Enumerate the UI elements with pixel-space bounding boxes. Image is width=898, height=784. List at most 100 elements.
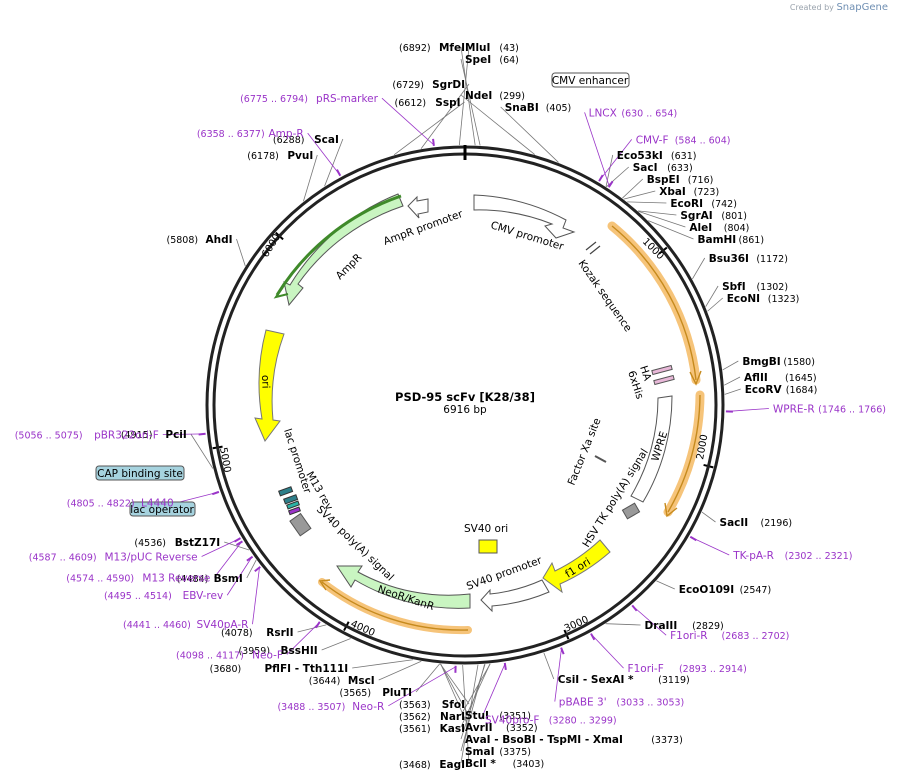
enzyme-sacii[interactable]: SacII(2196) bbox=[720, 517, 793, 529]
enzyme-bamhi[interactable]: BamHI(861) bbox=[697, 234, 764, 246]
sv40-ori[interactable] bbox=[478, 539, 498, 554]
enzyme-pvui[interactable]: PvuI(6178) bbox=[247, 150, 313, 162]
sv40-promoter-arrow[interactable] bbox=[480, 579, 550, 613]
lac-promoter-element[interactable] bbox=[286, 500, 300, 510]
primer-neo-r[interactable]: Neo-R(3488 .. 3507) bbox=[277, 701, 384, 713]
enzyme-avrii[interactable]: AvrII(3352) bbox=[465, 722, 538, 734]
neo-kanr-label: NeoR/KanR bbox=[376, 583, 436, 613]
enzyme-eagi[interactable]: EagI(3468) bbox=[399, 759, 465, 771]
enzyme-sgrai[interactable]: SgrAI(801) bbox=[680, 210, 747, 222]
enzyme-draiii[interactable]: DraIII(2829) bbox=[645, 620, 724, 632]
ampr-gene[interactable] bbox=[283, 193, 404, 307]
cmv-promoter-arrow[interactable] bbox=[473, 194, 576, 239]
enzyme-mlui[interactable]: MluI(43) bbox=[465, 42, 519, 54]
enzyme-position: (801) bbox=[721, 211, 747, 222]
enzyme-econi[interactable]: EcoNI(1323) bbox=[727, 293, 800, 305]
kozak-label: Kozak sequence bbox=[576, 258, 634, 334]
enzyme-ndei[interactable]: NdeI(299) bbox=[465, 90, 525, 102]
orf-scfv-arrow[interactable] bbox=[611, 225, 697, 381]
wpre-element[interactable] bbox=[630, 395, 673, 503]
lac-operator-callout[interactable]: lac operator bbox=[129, 501, 196, 517]
primer-sv40pro-f[interactable]: SV40pro-F(3280 .. 3299) bbox=[485, 714, 617, 726]
enzyme-bspei[interactable]: BspEI(716) bbox=[647, 174, 714, 186]
enzyme-position: (804) bbox=[724, 223, 750, 234]
primer-m13-puc-reverse[interactable]: M13/pUC Reverse(4587 .. 4609) bbox=[29, 552, 198, 564]
sv40-polya[interactable] bbox=[289, 512, 312, 537]
enzyme-snabi[interactable]: SnaBI(405) bbox=[505, 102, 572, 114]
primer-prs-marker[interactable]: pRS-marker(6775 .. 6794) bbox=[240, 93, 379, 105]
watermark-prefix: Created by bbox=[789, 3, 834, 12]
enzyme-alei[interactable]: AleI(804) bbox=[689, 222, 749, 234]
enzyme-name: DraIII bbox=[645, 620, 678, 632]
enzyme-leader bbox=[236, 238, 246, 267]
enzyme-position: (2547) bbox=[740, 585, 772, 596]
enzyme-smai[interactable]: SmaI(3375) bbox=[465, 746, 531, 758]
enzyme-csii-sexai[interactable]: CsiI - SexAI *(3119) bbox=[558, 674, 690, 686]
enzyme-sgrdi[interactable]: SgrDI(6729) bbox=[392, 79, 465, 91]
enzyme-avai-bsobi-tspmi-xmai[interactable]: AvaI - BsoBI - TspMI - XmaI(3373) bbox=[465, 734, 683, 746]
enzyme-bcli[interactable]: BclI *(3403) bbox=[465, 758, 544, 770]
enzyme-stui[interactable]: StuI(3351) bbox=[465, 710, 531, 722]
enzyme-xbai[interactable]: XbaI(723) bbox=[659, 186, 719, 198]
ha-tag[interactable] bbox=[651, 364, 673, 376]
neo-kanr-gene[interactable] bbox=[336, 565, 471, 609]
primer-l4440[interactable]: L4440(4805 .. 4822) bbox=[67, 498, 174, 510]
enzyme-ecori[interactable]: EcoRI(742) bbox=[670, 198, 737, 210]
enzyme-saci[interactable]: SacI(633) bbox=[633, 162, 693, 174]
enzyme-pflfi-tth111i[interactable]: PflFI - Tth111I(3680) bbox=[210, 663, 349, 675]
his-tag[interactable] bbox=[653, 374, 675, 386]
primer-wpre-r[interactable]: WPRE-R(1746 .. 1766) bbox=[773, 403, 886, 415]
f1-ori-arrow[interactable] bbox=[542, 539, 611, 594]
enzyme-bstz17i[interactable]: BstZ17I(4536) bbox=[134, 537, 220, 549]
enzyme-bsshii[interactable]: BssHII(3959) bbox=[238, 645, 317, 657]
enzyme-msci[interactable]: MscI(3644) bbox=[309, 675, 375, 687]
enzyme-scai[interactable]: ScaI(6288) bbox=[273, 134, 339, 146]
enzyme-sbfi[interactable]: SbfI(1302) bbox=[722, 281, 788, 293]
enzyme-leader bbox=[324, 138, 344, 187]
primer-leader bbox=[591, 634, 624, 669]
enzyme-sfoi[interactable]: SfoI(3563) bbox=[399, 699, 465, 711]
cmv-enhancer-callout[interactable]: CMV enhancer bbox=[551, 72, 630, 88]
primer-lncx[interactable]: LNCX(630 .. 654) bbox=[589, 107, 678, 119]
primer-tick bbox=[560, 647, 565, 655]
enzyme-leader bbox=[460, 664, 485, 752]
enzyme-name: BssHII bbox=[281, 645, 318, 657]
enzyme-ecorv[interactable]: EcoRV(1684) bbox=[745, 384, 818, 396]
lac-operator-element[interactable] bbox=[283, 494, 299, 505]
enzyme-spei[interactable]: SpeI(64) bbox=[465, 54, 519, 66]
primer-f1ori-f[interactable]: F1ori-F(2893 .. 2914) bbox=[628, 663, 747, 675]
enzyme-bmgbi[interactable]: BmgBI(1580) bbox=[742, 356, 815, 368]
m13-rev-element[interactable] bbox=[287, 506, 301, 516]
enzyme-sspi[interactable]: SspI(6612) bbox=[395, 97, 461, 109]
enzyme-bsmi[interactable]: BsmI(4484) bbox=[177, 573, 243, 585]
primer-neo-f[interactable]: Neo-F(4098 .. 4117) bbox=[176, 649, 283, 661]
enzyme-kasi[interactable]: KasI(3561) bbox=[399, 723, 465, 735]
primer-tk-pa-r[interactable]: TK-pA-R(2302 .. 2321) bbox=[732, 550, 852, 562]
enzyme-mfei[interactable]: MfeI(6892) bbox=[399, 42, 465, 54]
primer-sv40pa-r[interactable]: SV40pA-R(4441 .. 4460) bbox=[123, 619, 248, 631]
primer-pbabe-3[interactable]: pBABE 3'(3033 .. 3053) bbox=[559, 697, 684, 709]
enzyme-ecoo109i[interactable]: EcoO109I(2547) bbox=[679, 584, 771, 596]
enzyme-aflii[interactable]: AflII(1645) bbox=[744, 372, 817, 384]
ori-arrow[interactable] bbox=[254, 329, 285, 442]
primer-m13-reverse[interactable]: M13 Reverse(4574 .. 4590) bbox=[66, 572, 210, 584]
enzyme-pcii[interactable]: PciI(4915) bbox=[121, 429, 187, 441]
primer-ebv-rev[interactable]: EBV-rev(4495 .. 4514) bbox=[104, 590, 223, 602]
primer-range: (630 .. 654) bbox=[621, 108, 677, 119]
enzyme-ahdi[interactable]: AhdI(5808) bbox=[167, 234, 233, 246]
primer-amp-r[interactable]: Amp-R(6358 .. 6377) bbox=[197, 128, 304, 140]
enzyme-bsu36i[interactable]: Bsu36I(1172) bbox=[709, 253, 788, 265]
enzyme-pluti[interactable]: PluTI(3565) bbox=[339, 687, 412, 699]
primer-f1ori-r[interactable]: F1ori-R(2683 .. 2702) bbox=[670, 630, 789, 642]
enzyme-nari[interactable]: NarI(3562) bbox=[399, 711, 465, 723]
cap-binding-site-callout[interactable]: CAP binding site bbox=[95, 465, 185, 481]
enzyme-name: EcoNI bbox=[727, 293, 760, 305]
ori-label: ori bbox=[259, 375, 271, 389]
enzyme-rsrii[interactable]: RsrII(4078) bbox=[221, 627, 294, 639]
ampr-promoter-arrow[interactable] bbox=[407, 195, 429, 219]
enzyme-eco53ki[interactable]: Eco53kI(631) bbox=[617, 150, 697, 162]
cap-binding-site-element[interactable] bbox=[278, 486, 294, 497]
hsv-tk-polya[interactable] bbox=[621, 502, 641, 520]
primer-cmv-f[interactable]: CMV-F(584 .. 604) bbox=[636, 134, 731, 146]
primer-pbr322ori-f[interactable]: pBR322ori-F(5056 .. 5075) bbox=[15, 430, 159, 442]
